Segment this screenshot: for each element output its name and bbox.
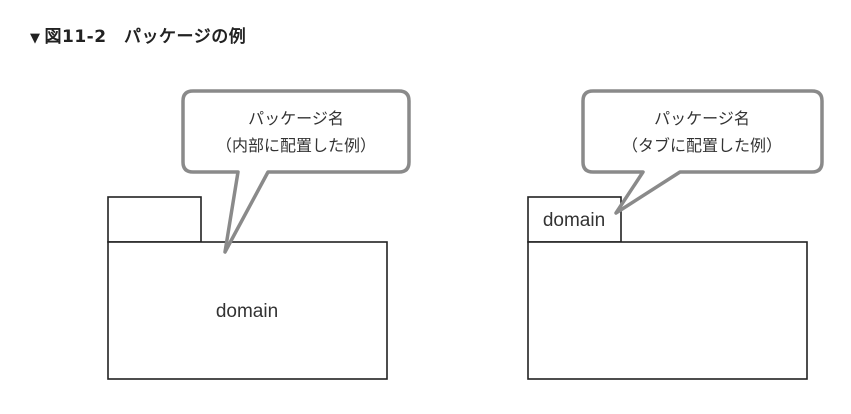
right-package-body [527, 241, 808, 380]
left-callout-line2: （内部に配置した例） [216, 136, 376, 155]
right-callout-bubble [581, 89, 824, 215]
caption-triangle-icon: ▼ [30, 31, 41, 46]
right-callout-line2: （タブに配置した例） [622, 136, 782, 155]
figure-caption: ▼図11-2 パッケージの例 [30, 22, 246, 47]
caption-text: 図11-2 パッケージの例 [44, 27, 247, 47]
left-callout-line1: パッケージ名 [248, 109, 344, 128]
right-package-name: domain [543, 210, 605, 231]
left-package-tab [107, 196, 202, 243]
right-callout-line1: パッケージ名 [654, 109, 750, 128]
left-callout-bubble [181, 89, 411, 254]
left-package-body [107, 241, 388, 380]
left-package-example: domain [107, 196, 388, 380]
left-callout: パッケージ名 （内部に配置した例） [181, 89, 411, 254]
right-package-example: domain [527, 196, 808, 380]
left-package-name: domain [216, 301, 278, 322]
right-callout: パッケージ名 （タブに配置した例） [581, 89, 824, 215]
